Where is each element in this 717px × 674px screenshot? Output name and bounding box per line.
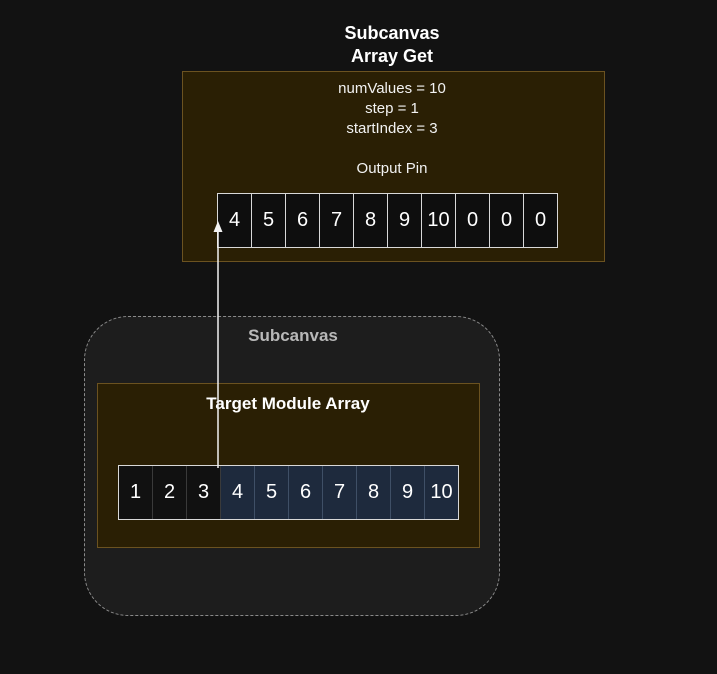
subcanvas-label: Subcanvas: [248, 326, 338, 345]
module-parameters: numValues = 10 step = 1 startIndex = 3: [292, 79, 492, 139]
output-cell: 5: [252, 194, 286, 247]
param-start-index: startIndex = 3: [346, 120, 438, 137]
target-cell: 10: [425, 466, 459, 519]
output-cell: 0: [490, 194, 524, 247]
param-step: step = 1: [365, 100, 419, 117]
target-cell: 2: [153, 466, 187, 519]
title-line-2: Array Get: [350, 46, 434, 66]
output-cell: 10: [422, 194, 456, 247]
output-cell: 4: [218, 194, 252, 247]
output-cell: 8: [354, 194, 388, 247]
target-cell: 3: [187, 466, 221, 519]
output-cell: 9: [388, 194, 422, 247]
target-cell: 4: [221, 466, 255, 519]
target-cell: 1: [119, 466, 153, 519]
target-cell: 8: [357, 466, 391, 519]
target-module-label: Target Module Array: [206, 394, 370, 413]
output-cell: 0: [456, 194, 490, 247]
arrow-head-icon: [213, 221, 223, 232]
output-cell: 6: [286, 194, 320, 247]
target-cell: 7: [323, 466, 357, 519]
output-cell: 7: [320, 194, 354, 247]
output-cell: 0: [524, 194, 558, 247]
param-num-values: numValues = 10: [338, 80, 446, 97]
target-cell: 9: [391, 466, 425, 519]
target-cell: 6: [289, 466, 323, 519]
array-get-title: Subcanvas Array Get: [292, 22, 492, 68]
output-pin-label: Output Pin: [356, 160, 428, 177]
title-line-1: Subcanvas: [344, 23, 440, 43]
target-cell: 5: [255, 466, 289, 519]
